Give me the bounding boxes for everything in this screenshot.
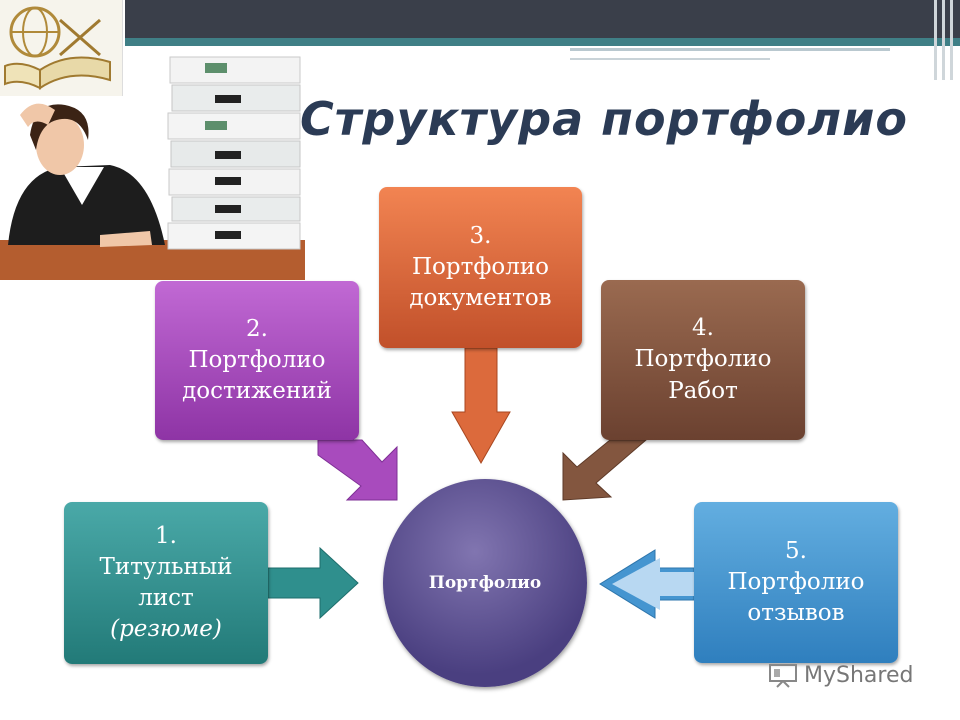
box-label-line: Титульный [99,553,233,580]
box-label-line: отзывов [747,600,845,627]
presentation-board-icon [769,664,797,688]
header-decor-stripes [930,0,960,80]
box-label-line: Работ [668,377,738,404]
box-label-line: Портфолио [634,346,772,373]
center-portfolio-circle: Портфолио [383,479,587,687]
tired-woman-with-folders-photo [0,56,305,280]
portfolio-part-reviews: 5. Портфолио отзывов [694,502,898,663]
box-number: 1. [155,522,177,549]
box-label-line: Портфолио [727,568,865,595]
arrow-2 [317,439,398,501]
binders-stack [167,56,301,250]
box-label-line: документов [409,285,552,312]
box-note: (резюме) [110,616,222,643]
page-title: Структура портфолио [300,92,908,146]
box-label-line: Портфолио [188,346,326,373]
arrow-4 [562,439,648,501]
box-number: 5. [785,537,807,564]
header-accent-stripe [125,38,960,46]
arrow-3 [451,347,511,465]
header-decor-line [570,58,770,60]
portfolio-part-works: 4. Портфолио Работ [601,280,805,440]
center-label: Портфолио [428,573,542,593]
box-number: 2. [246,315,268,342]
box-label-line: лист [138,585,194,611]
arrow-5 [599,549,695,619]
box-number: 3. [469,222,492,249]
watermark-text: MyShared [804,662,914,688]
portfolio-part-documents: 3. Портфолио документов [379,187,582,348]
box-label-line: Портфолио [412,253,549,280]
book-globe-logo-icon [4,6,111,90]
portfolio-part-achievements: 2. Портфолио достижений [155,281,359,440]
woman [8,103,165,247]
header-bar [125,0,960,38]
publisher-logo [0,0,123,96]
header-decor-line [570,48,890,51]
arrow-1 [267,546,359,620]
box-label-line: достижений [182,378,332,405]
portfolio-part-title-page: 1. Титульный лист (резюме) [64,502,268,664]
watermark: MyShared [768,658,948,692]
box-number: 4. [692,315,714,342]
